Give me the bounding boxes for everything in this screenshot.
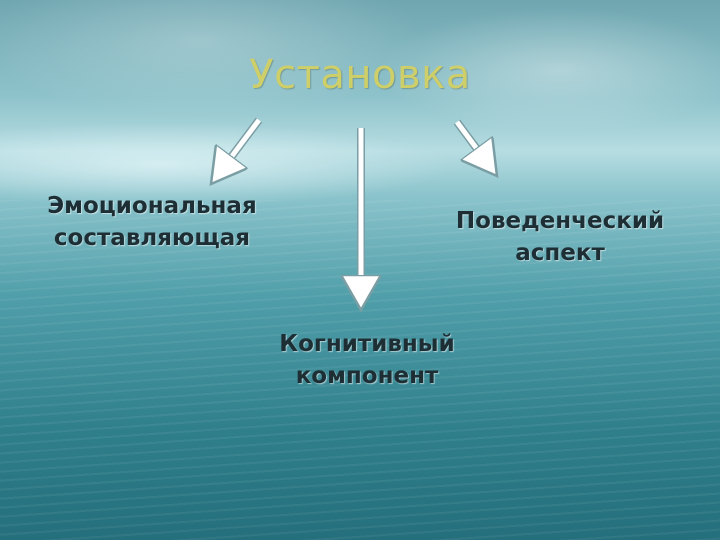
node-emotional-component: Эмоциональная составляющая bbox=[22, 190, 282, 254]
arrow-to-behavioral bbox=[453, 119, 494, 172]
node-emotional-line2: составляющая bbox=[53, 225, 251, 251]
node-behavioral-line1: Поведенческий bbox=[455, 208, 665, 234]
arrow-to-emotional bbox=[214, 117, 263, 180]
node-cognitive-line1: Когнитивный bbox=[279, 331, 455, 357]
node-cognitive-component: Когнитивный компонент bbox=[252, 328, 482, 392]
node-cognitive-line2: компонент bbox=[295, 363, 439, 389]
node-behavioral-line2: аспект bbox=[515, 240, 605, 266]
node-emotional-line1: Эмоциональная bbox=[47, 193, 257, 219]
node-behavioral-aspect: Поведенческий аспект bbox=[430, 205, 690, 269]
diagram-title: Установка bbox=[249, 52, 471, 98]
